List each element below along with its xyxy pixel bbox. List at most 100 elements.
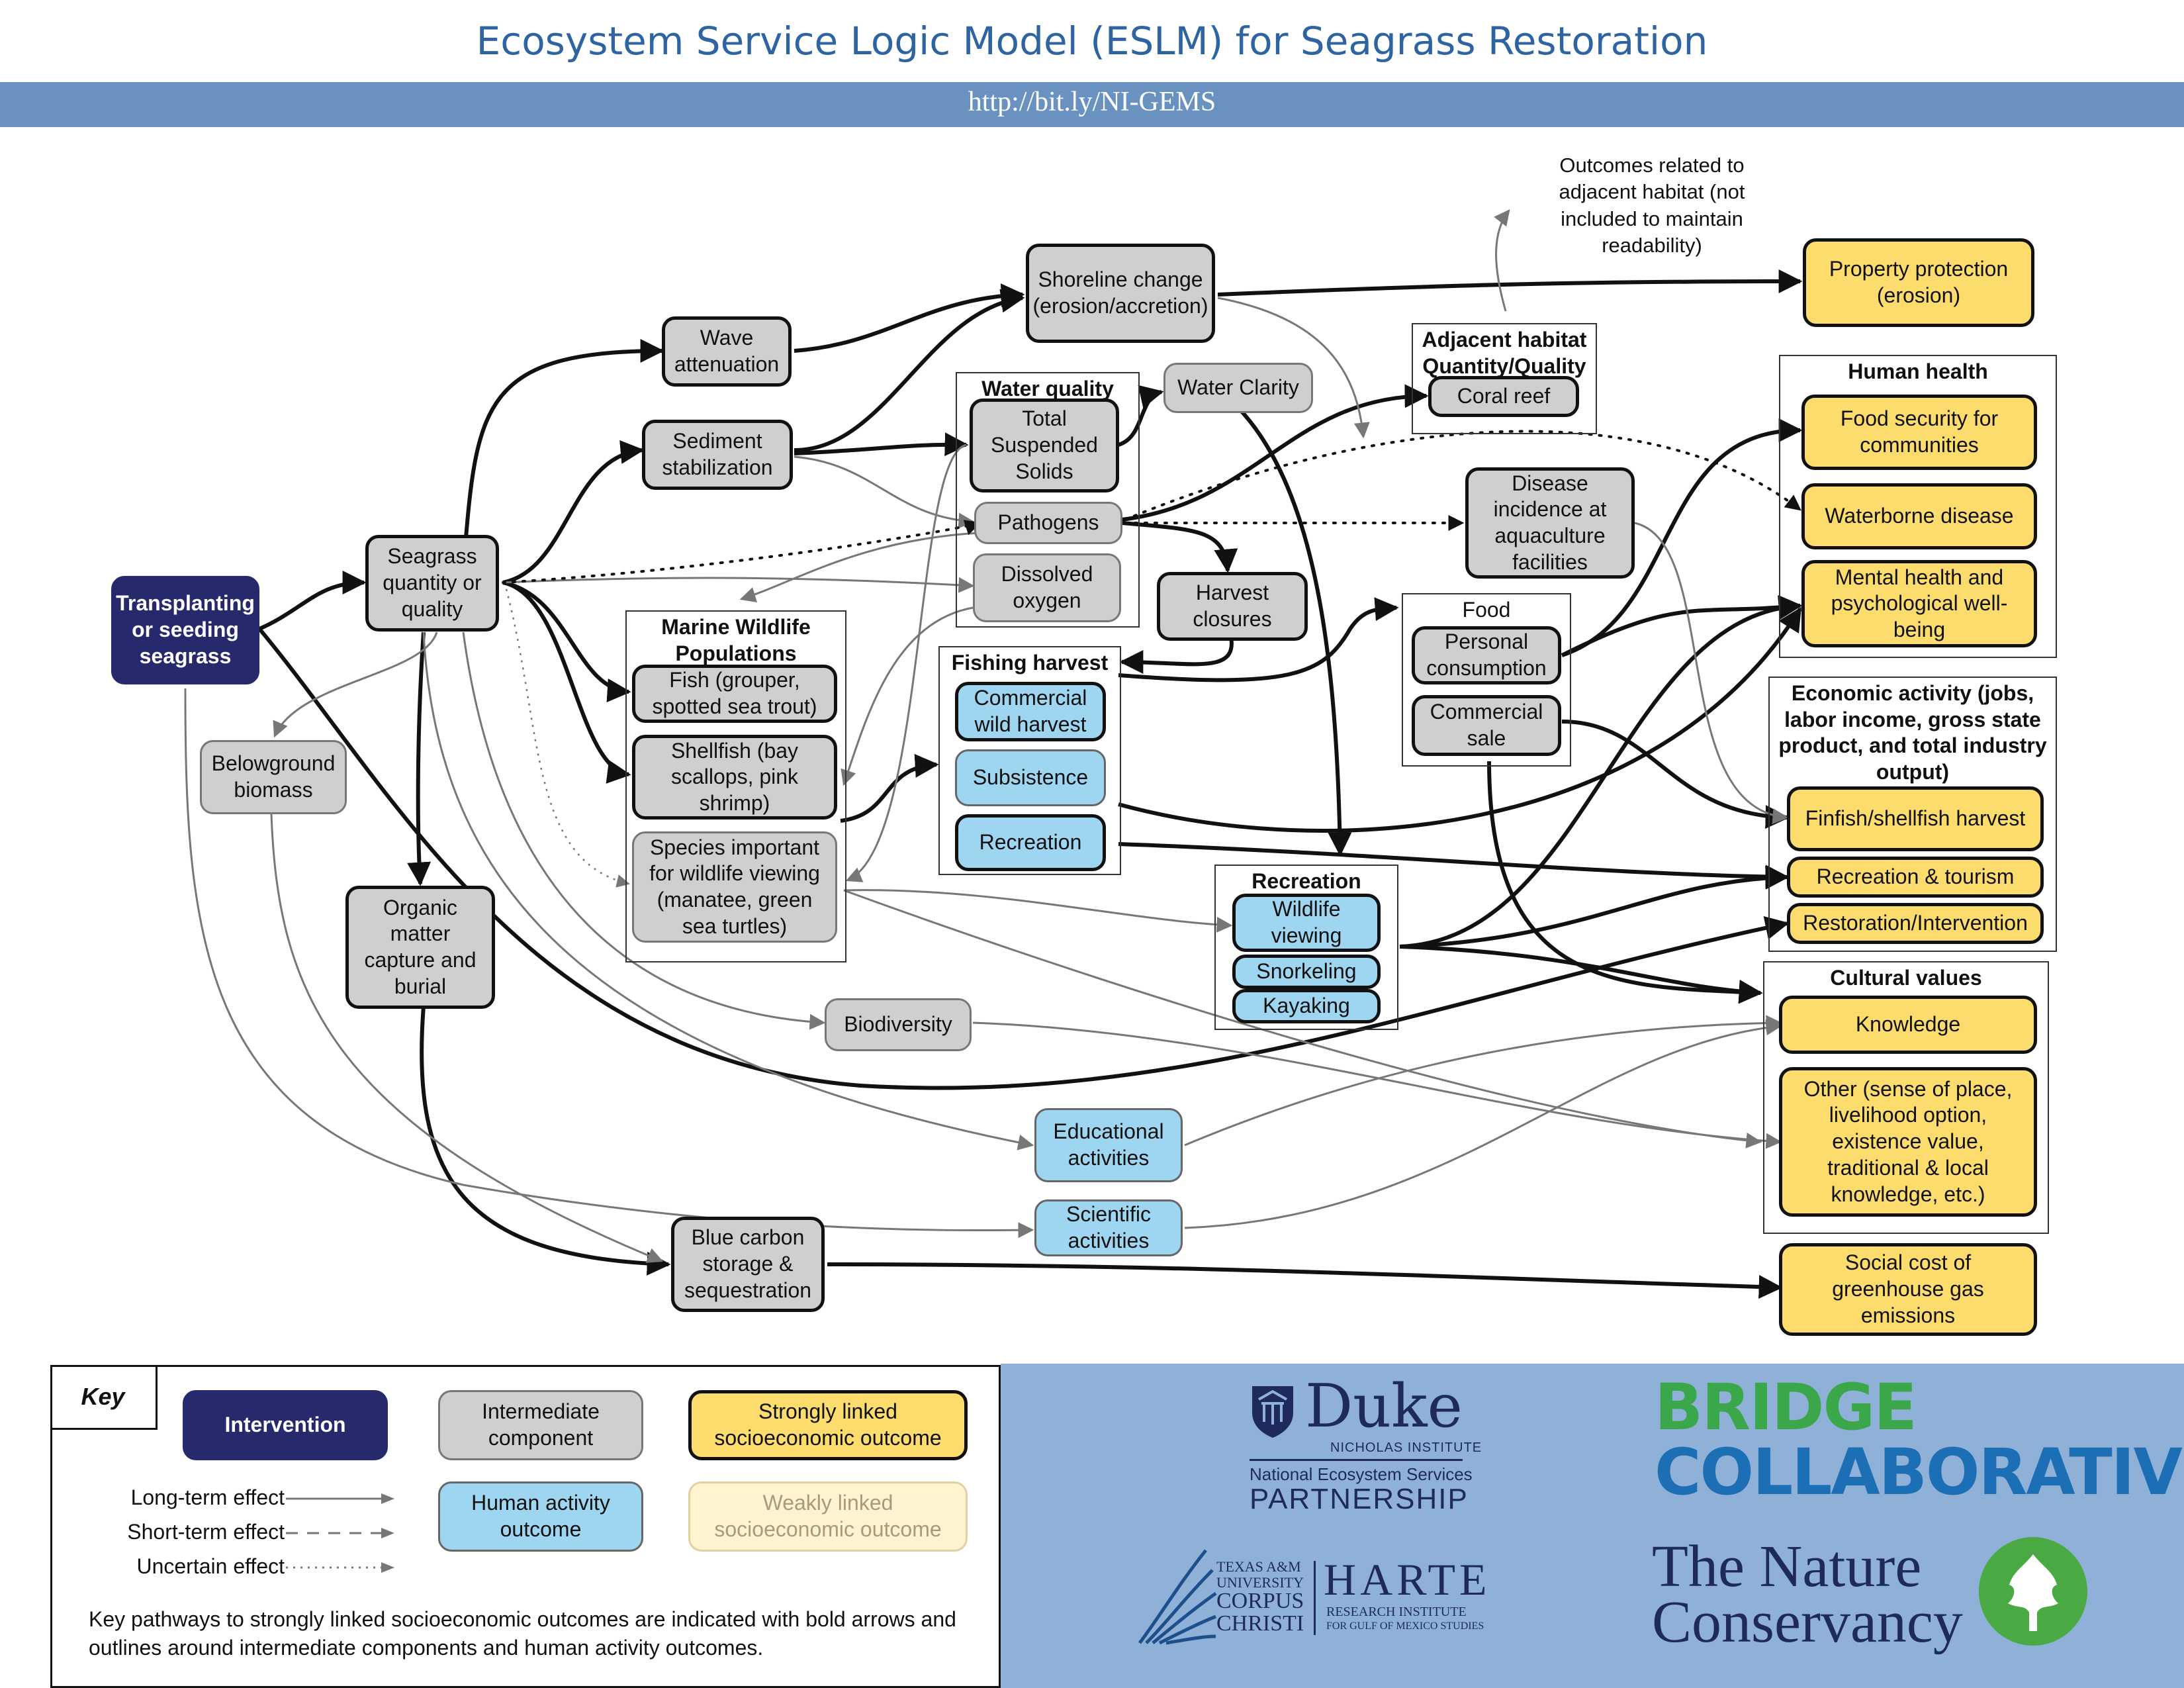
duke-shield-icon <box>1252 1386 1293 1438</box>
node-shoreline[interactable]: Shoreline change (erosion/accretion) <box>1026 244 1215 343</box>
node-snorkeling[interactable]: Snorkeling <box>1232 955 1381 989</box>
node-scientific[interactable]: Scientific activities <box>1034 1199 1183 1256</box>
node-bluecarbon[interactable]: Blue carbon storage & sequestration <box>671 1217 825 1312</box>
arrow-shellfish-fishing <box>840 753 939 823</box>
group-marine-wildlife-title: Marine Wildlife Populations <box>661 615 811 665</box>
arrow-recreation-rectour <box>1399 865 1790 949</box>
node-biodiversity[interactable]: Biodiversity <box>825 998 972 1051</box>
arrow-commsale-finfish <box>1561 720 1790 829</box>
url-link[interactable]: http://bit.ly/NI-GEMS <box>968 87 1216 117</box>
node-fish[interactable]: Fish (grouper, spotted sea trout) <box>632 665 837 723</box>
arrow-scientific-knowledge <box>1184 1019 1782 1229</box>
group-recreation: Recreation <box>1214 865 1398 1030</box>
node-dissolved[interactable]: Dissolved oxygen <box>973 553 1121 622</box>
bridge-line1: BRIDGE <box>1655 1370 1917 1444</box>
node-transplanting[interactable]: Transplanting or seeding seagrass <box>111 576 259 684</box>
key-uncertain-label: Uncertain effect <box>136 1554 285 1578</box>
key-weakly: Weakly linked socioeconomic outcome <box>688 1481 968 1552</box>
nesp-line2: PARTNERSHIP <box>1250 1483 1469 1515</box>
node-rec-tourism[interactable]: Recreation & tourism <box>1787 857 2044 898</box>
node-disease[interactable]: Disease incidence at aquaculture facilit… <box>1465 467 1635 579</box>
group-economic-title: Economic activity (jobs, labor income, g… <box>1778 681 2047 784</box>
node-educational[interactable]: Educational activities <box>1034 1108 1183 1182</box>
node-restoration[interactable]: Restoration/Intervention <box>1787 903 2044 944</box>
logo-divider <box>1250 1459 1463 1461</box>
arrow-pathogens-coral <box>1121 384 1429 522</box>
node-food-security[interactable]: Food security for communities <box>1801 395 2037 470</box>
key-intermediate: Intermediate component <box>438 1390 643 1460</box>
node-other[interactable]: Other (sense of place, livelihood option… <box>1779 1067 2037 1217</box>
arrow-transplant-scientific <box>184 688 1034 1239</box>
group-water-quality-title: Water quality <box>981 377 1114 400</box>
group-adjacent-habitat-title: Adjacent habitat Quantity/Quality <box>1422 328 1587 378</box>
node-clarity[interactable]: Water Clarity <box>1163 363 1313 413</box>
node-recreation-fishing[interactable]: Recreation <box>955 814 1106 871</box>
harte-line2: RESEARCH INSTITUTE <box>1326 1605 1467 1619</box>
key-line-samples <box>286 1493 394 1573</box>
node-belowground[interactable]: Belowground biomass <box>200 740 347 814</box>
node-organic[interactable]: Organic matter capture and burial <box>345 886 495 1009</box>
node-tss[interactable]: Total Suspended Solids <box>970 399 1119 492</box>
arrow-recreation-mental <box>1399 594 1803 949</box>
node-subsistence[interactable]: Subsistence <box>955 749 1106 806</box>
group-water-quality: Water quality <box>956 372 1140 628</box>
arrow-personal-mental <box>1561 596 1803 657</box>
node-property[interactable]: Property protection (erosion) <box>1803 238 2034 327</box>
node-social-cost[interactable]: Social cost of greenhouse gas emissions <box>1779 1243 2037 1336</box>
node-mental[interactable]: Mental health and psychological well-bei… <box>1801 560 2037 647</box>
note-adjacent-outcomes: Outcomes related to adjacent habitat (no… <box>1559 154 1745 257</box>
group-fishing-harvest: Fishing harvest <box>938 646 1121 875</box>
key-intervention: Intervention <box>183 1390 388 1460</box>
arrow-adjacent-outcomes <box>1494 209 1510 312</box>
node-kayaking[interactable]: Kayaking <box>1232 989 1381 1023</box>
node-wildlife-viewing[interactable]: Wildlife viewing <box>1232 894 1381 952</box>
key-long-term-arrowhead <box>381 1493 394 1504</box>
node-species[interactable]: Species important for wildlife viewing (… <box>632 831 837 943</box>
node-pathogens[interactable]: Pathogens <box>974 502 1122 544</box>
node-commercial-sale[interactable]: Commercial sale <box>1412 695 1561 756</box>
key-short-term-label: Short-term effect <box>127 1520 285 1544</box>
node-finfish[interactable]: Finfish/shellfish harvest <box>1787 786 2044 851</box>
node-sediment[interactable]: Sediment stabilization <box>642 420 793 490</box>
node-knowledge[interactable]: Knowledge <box>1779 996 2037 1054</box>
key-short-term-arrowhead <box>381 1528 394 1538</box>
arrow-sediment-pathogens <box>794 455 975 529</box>
node-waterborne[interactable]: Waterborne disease <box>1801 483 2037 549</box>
tamucc-line1: TEXAS A&M <box>1216 1558 1301 1575</box>
group-human-health-title: Human health <box>1848 359 1988 383</box>
arrow-seagrass-do <box>502 577 975 593</box>
arrow-species-wildlife <box>843 889 1233 933</box>
arrow-pathogens-marine <box>739 532 980 603</box>
harte-line3: FOR GULF OF MEXICO STUDIES <box>1326 1620 1484 1632</box>
arrow-transplant-restoration <box>257 628 1790 1090</box>
group-cultural-title: Cultural values <box>1830 966 1982 990</box>
arrow-layer <box>184 209 1803 1299</box>
node-shellfish[interactable]: Shellfish (bay scallops, pink shrimp) <box>632 735 837 820</box>
group-cultural: Cultural values <box>1763 961 2049 1234</box>
arrow-wave-shoreline <box>794 283 1025 353</box>
node-personal[interactable]: Personal consumption <box>1412 626 1561 684</box>
node-seagrass[interactable]: Seagrass quantity or quality <box>365 535 499 632</box>
arrow-seagrass-fish <box>502 581 631 702</box>
node-wave[interactable]: Wave attenuation <box>662 316 792 387</box>
arrow-tss-waterborne-uncertain <box>1124 430 1801 521</box>
group-fishing-harvest-title: Fishing harvest <box>951 651 1109 675</box>
group-food-title: Food <box>1462 598 1511 622</box>
arrow-seagrass-pathogens-uncertain <box>502 520 981 584</box>
tamucc-wing-icon <box>1138 1549 1217 1645</box>
key-long-term-label: Long-term effect <box>130 1485 285 1509</box>
arrow-shoreline-property <box>1217 269 1803 297</box>
url-bar <box>0 82 2184 127</box>
arrow-seagrass-organic <box>407 632 432 886</box>
logo-panel <box>1001 1364 2184 1688</box>
key-strongly: Strongly linked socioeconomic outcome <box>688 1390 968 1460</box>
arrow-tss-clarity <box>1117 385 1164 447</box>
node-commercial-wild[interactable]: Commercial wild harvest <box>955 682 1106 741</box>
arrow-seagrass-educational <box>422 632 1034 1150</box>
group-adjacent-habitat: Adjacent habitat Quantity/Quality <box>1412 323 1597 434</box>
arrow-seagrass-belowground <box>273 632 438 738</box>
arrow-seagrass-shellfish <box>502 581 631 784</box>
arrow-belowground-bluecarbon <box>270 814 664 1263</box>
node-harvest-closures[interactable]: Harvest closures <box>1157 572 1308 641</box>
node-coral[interactable]: Coral reef <box>1428 376 1579 417</box>
